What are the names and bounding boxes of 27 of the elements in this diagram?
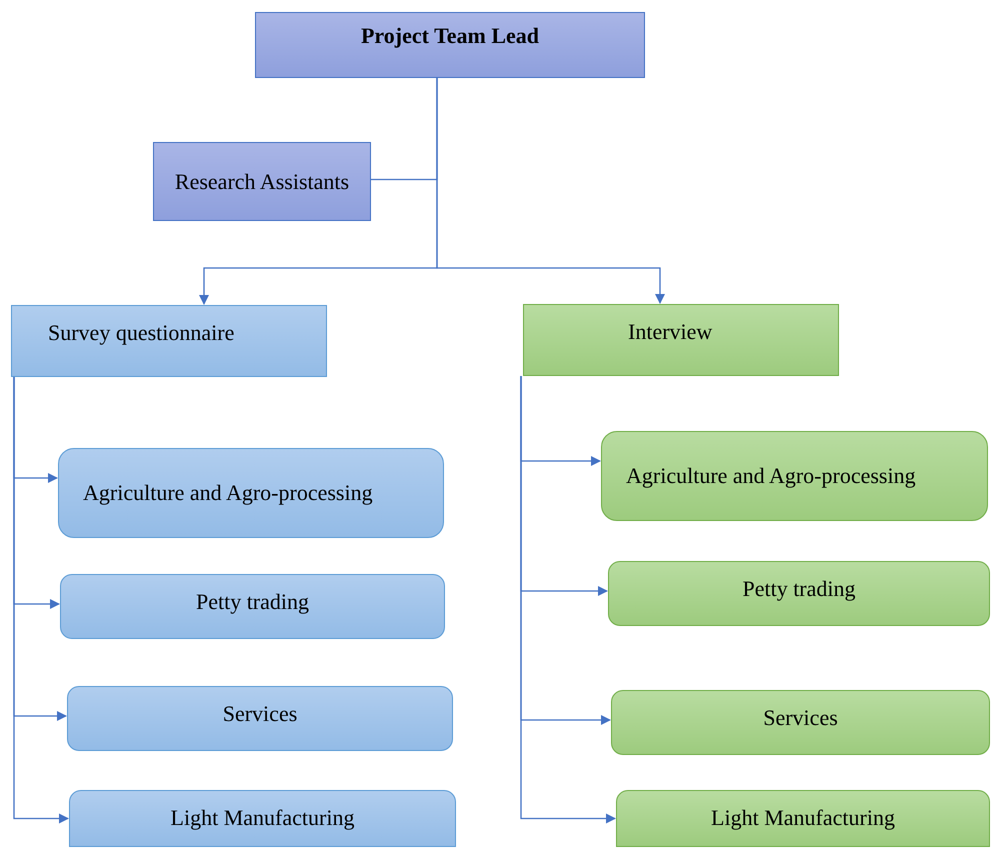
rounded-box bbox=[69, 790, 456, 847]
box-label: Services bbox=[763, 704, 838, 732]
process-box bbox=[11, 305, 327, 377]
box-label: Survey questionnaire bbox=[48, 319, 234, 347]
rounded-box bbox=[601, 431, 988, 521]
box-label: Light Manufacturing bbox=[711, 804, 895, 832]
rounded-box bbox=[58, 448, 444, 538]
box-label: Research Assistants bbox=[174, 168, 350, 196]
rounded-box bbox=[67, 686, 453, 751]
box-label: Petty trading bbox=[196, 588, 310, 616]
box-label: Agriculture and Agro-processing bbox=[626, 462, 916, 490]
process-box bbox=[153, 142, 371, 221]
arrow bbox=[436, 78, 665, 304]
rounded-box bbox=[608, 561, 990, 626]
box-label: Services bbox=[222, 700, 298, 728]
box-label: Project Team Lead bbox=[360, 22, 539, 50]
box-label: Interview bbox=[628, 318, 712, 346]
box-label: Light Manufacturing bbox=[170, 804, 354, 832]
process-box bbox=[255, 12, 645, 78]
rounded-box bbox=[616, 790, 990, 847]
box-label: Agriculture and Agro-processing bbox=[83, 479, 373, 507]
box-label: Petty trading bbox=[742, 575, 856, 603]
rounded-box bbox=[60, 574, 445, 639]
arrow bbox=[13, 377, 69, 824]
arrow bbox=[520, 376, 616, 824]
process-box bbox=[523, 304, 839, 376]
rounded-box bbox=[611, 690, 990, 755]
